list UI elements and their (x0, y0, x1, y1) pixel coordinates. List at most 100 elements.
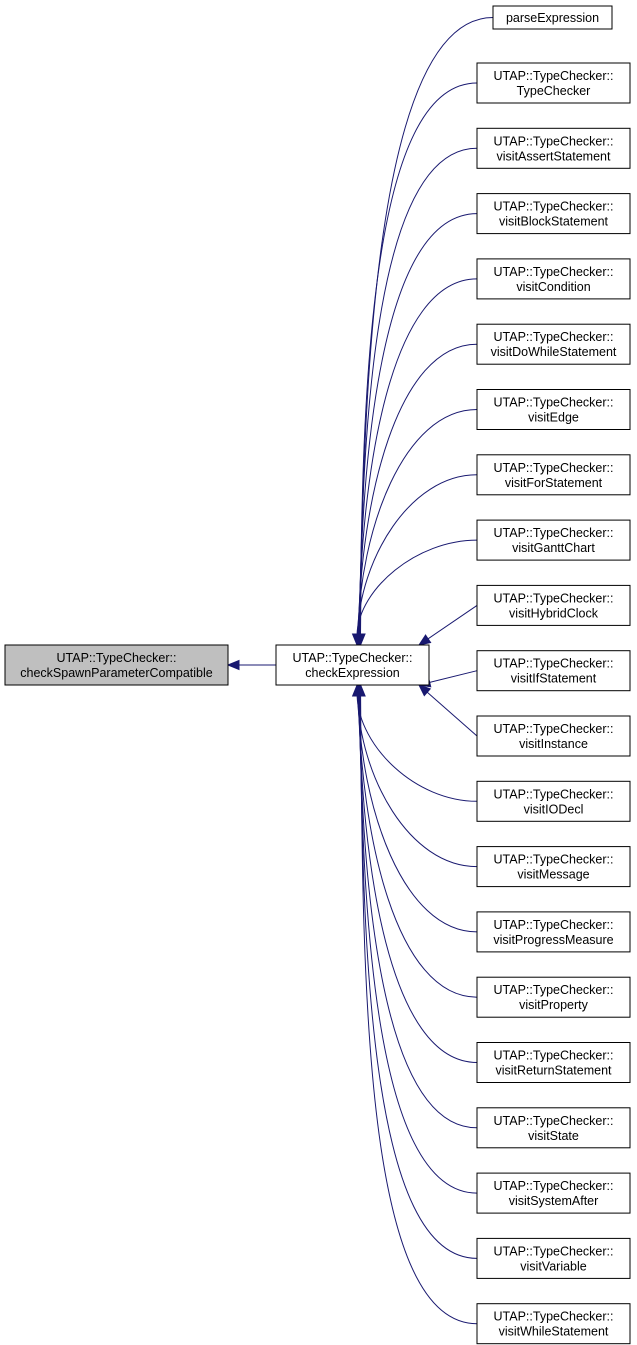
node-visit-message-label-line-1: UTAP::TypeChecker:: (494, 853, 614, 867)
node-visit-return-statement-label-line-2: visitReturnStatement (495, 1064, 612, 1078)
edge-visit-return-statement (358, 695, 478, 1063)
node-parse-expression-box (492, 5, 613, 30)
node-visit-for-statement-label-line-2: visitForStatement (505, 476, 603, 490)
edge-visit-gantt-chart (356, 539, 478, 635)
edge-visit-hybrid-clock (427, 604, 478, 640)
edge-visit-gantt-chart-arrowhead (351, 633, 363, 647)
node-visit-state-box (476, 1107, 631, 1149)
node-visit-return-statement[interactable]: UTAP::TypeChecker::visitReturnStatement (476, 1042, 631, 1083)
edge-visit-message (357, 695, 478, 868)
edge-visit-instance (426, 691, 478, 737)
node-check-spawn-parameter-compatible-box (4, 644, 229, 686)
node-visit-condition-label-line-2: visitCondition (516, 280, 590, 294)
nodes-layer: UTAP::TypeChecker::checkSpawnParameterCo… (4, 5, 631, 1345)
node-visit-edge-label-line-2: visitEdge (528, 411, 579, 425)
edge-type-checker (359, 82, 478, 635)
node-visit-system-after-box (476, 1172, 631, 1214)
node-visit-progress-measure-label-line-2: visitProgressMeasure (493, 933, 613, 947)
node-visit-gantt-chart-label-line-1: UTAP::TypeChecker:: (494, 526, 614, 540)
node-visit-while-statement-label-line-2: visitWhileStatement (499, 1325, 609, 1339)
node-visit-assert-statement-box (476, 127, 631, 169)
node-visit-block-statement[interactable]: UTAP::TypeChecker::visitBlockStatement (476, 193, 631, 235)
node-visit-return-statement-label-line-1: UTAP::TypeChecker:: (494, 1049, 614, 1063)
node-type-checker-box (476, 62, 631, 104)
node-check-spawn-parameter-compatible-label-line-1: UTAP::TypeChecker:: (57, 651, 177, 665)
node-visit-edge[interactable]: UTAP::TypeChecker::visitEdge (476, 389, 631, 430)
node-visit-assert-statement-label-line-1: UTAP::TypeChecker:: (494, 134, 614, 148)
node-visit-gantt-chart[interactable]: UTAP::TypeChecker::visitGanttChart (476, 519, 631, 561)
node-visit-do-while-statement-label-line-2: visitDoWhileStatement (491, 345, 617, 359)
node-check-spawn-parameter-compatible-label-line-2: checkSpawnParameterCompatible (20, 666, 213, 680)
node-check-expression[interactable]: UTAP::TypeChecker::checkExpression (275, 644, 430, 686)
arrowhead-focus (226, 659, 240, 671)
node-visit-property-label-line-1: UTAP::TypeChecker:: (494, 983, 614, 997)
node-visit-iodecl[interactable]: UTAP::TypeChecker::visitIODecl (476, 780, 631, 822)
node-visit-variable[interactable]: UTAP::TypeChecker::visitVariable (476, 1237, 631, 1279)
node-check-expression-label-line-2: checkExpression (305, 666, 400, 680)
edge-visit-for-statement (356, 474, 478, 635)
node-visit-assert-statement-label-line-2: visitAssertStatement (497, 149, 611, 163)
node-type-checker[interactable]: UTAP::TypeChecker::TypeChecker (476, 62, 631, 104)
node-visit-progress-measure-label-line-1: UTAP::TypeChecker:: (494, 918, 614, 932)
node-visit-gantt-chart-box (476, 519, 631, 561)
node-visit-message-box (476, 846, 631, 888)
node-visit-condition[interactable]: UTAP::TypeChecker::visitCondition (476, 258, 631, 300)
node-visit-state-label-line-2: visitState (528, 1129, 579, 1143)
node-visit-if-statement-label-line-1: UTAP::TypeChecker:: (494, 657, 614, 671)
node-check-expression-label-line-1: UTAP::TypeChecker:: (293, 651, 413, 665)
node-visit-hybrid-clock-label-line-2: visitHybridClock (509, 606, 599, 620)
edge-visit-hybrid-clock-arrowhead (417, 634, 432, 646)
node-check-expression-box (275, 644, 430, 686)
node-visit-variable-box (476, 1237, 631, 1279)
edges-layer (226, 17, 494, 1325)
node-visit-edge-label-line-1: UTAP::TypeChecker:: (494, 396, 614, 410)
edge-visit-condition (358, 278, 478, 635)
node-visit-iodecl-box (476, 780, 631, 822)
node-visit-progress-measure-box (476, 911, 631, 953)
node-visit-state-label-line-1: UTAP::TypeChecker:: (494, 1114, 614, 1128)
node-check-spawn-parameter-compatible[interactable]: UTAP::TypeChecker::checkSpawnParameterCo… (4, 644, 229, 686)
node-visit-message[interactable]: UTAP::TypeChecker::visitMessage (476, 846, 631, 888)
node-visit-hybrid-clock[interactable]: UTAP::TypeChecker::visitHybridClock (476, 584, 631, 626)
node-visit-block-statement-label-line-2: visitBlockStatement (499, 215, 609, 229)
node-visit-block-statement-box (476, 193, 631, 235)
edge-visit-instance-arrowhead (418, 684, 432, 697)
node-visit-property-label-line-2: visitProperty (519, 998, 589, 1012)
node-visit-message-label-line-2: visitMessage (517, 868, 589, 882)
node-visit-system-after[interactable]: UTAP::TypeChecker::visitSystemAfter (476, 1172, 631, 1214)
node-parse-expression[interactable]: parseExpression (492, 5, 613, 30)
node-type-checker-label-line-2: TypeChecker (517, 84, 591, 98)
node-visit-do-while-statement[interactable]: UTAP::TypeChecker::visitDoWhileStatement (476, 323, 631, 365)
node-visit-while-statement-label-line-1: UTAP::TypeChecker:: (494, 1310, 614, 1324)
node-visit-instance-label-line-1: UTAP::TypeChecker:: (494, 722, 614, 736)
node-visit-do-while-statement-box (476, 323, 631, 365)
node-visit-if-statement-label-line-2: visitIfStatement (511, 672, 597, 686)
edge-visit-while-statement (360, 695, 478, 1325)
node-visit-for-statement-label-line-1: UTAP::TypeChecker:: (494, 461, 614, 475)
edge-visit-assert-statement (359, 147, 478, 635)
node-visit-progress-measure[interactable]: UTAP::TypeChecker::visitProgressMeasure (476, 911, 631, 953)
node-type-checker-label-line-1: UTAP::TypeChecker:: (494, 69, 614, 83)
node-visit-system-after-label-line-2: visitSystemAfter (509, 1194, 599, 1208)
node-visit-edge-box (476, 389, 631, 430)
edge-visit-edge (357, 409, 478, 635)
node-visit-instance-box (476, 715, 631, 757)
node-visit-while-statement[interactable]: UTAP::TypeChecker::visitWhileStatement (476, 1303, 631, 1345)
edge-visit-block-statement (358, 213, 478, 635)
node-visit-variable-label-line-1: UTAP::TypeChecker:: (494, 1244, 614, 1258)
node-visit-variable-label-line-2: visitVariable (520, 1259, 587, 1273)
edge-visit-while-statement-arrowhead (355, 683, 366, 697)
node-visit-state[interactable]: UTAP::TypeChecker::visitState (476, 1107, 631, 1149)
node-visit-do-while-statement-label-line-1: UTAP::TypeChecker:: (494, 330, 614, 344)
node-visit-instance-label-line-2: visitInstance (519, 737, 588, 751)
node-visit-instance[interactable]: UTAP::TypeChecker::visitInstance (476, 715, 631, 757)
node-visit-while-statement-box (476, 1303, 631, 1345)
node-visit-assert-statement[interactable]: UTAP::TypeChecker::visitAssertStatement (476, 127, 631, 169)
node-visit-for-statement[interactable]: UTAP::TypeChecker::visitForStatement (476, 454, 631, 496)
node-visit-condition-label-line-1: UTAP::TypeChecker:: (494, 265, 614, 279)
node-visit-gantt-chart-label-line-2: visitGanttChart (512, 541, 595, 555)
node-visit-if-statement[interactable]: UTAP::TypeChecker::visitIfStatement (476, 650, 631, 692)
node-visit-property[interactable]: UTAP::TypeChecker::visitProperty (476, 976, 631, 1018)
node-visit-if-statement-box (476, 650, 631, 692)
